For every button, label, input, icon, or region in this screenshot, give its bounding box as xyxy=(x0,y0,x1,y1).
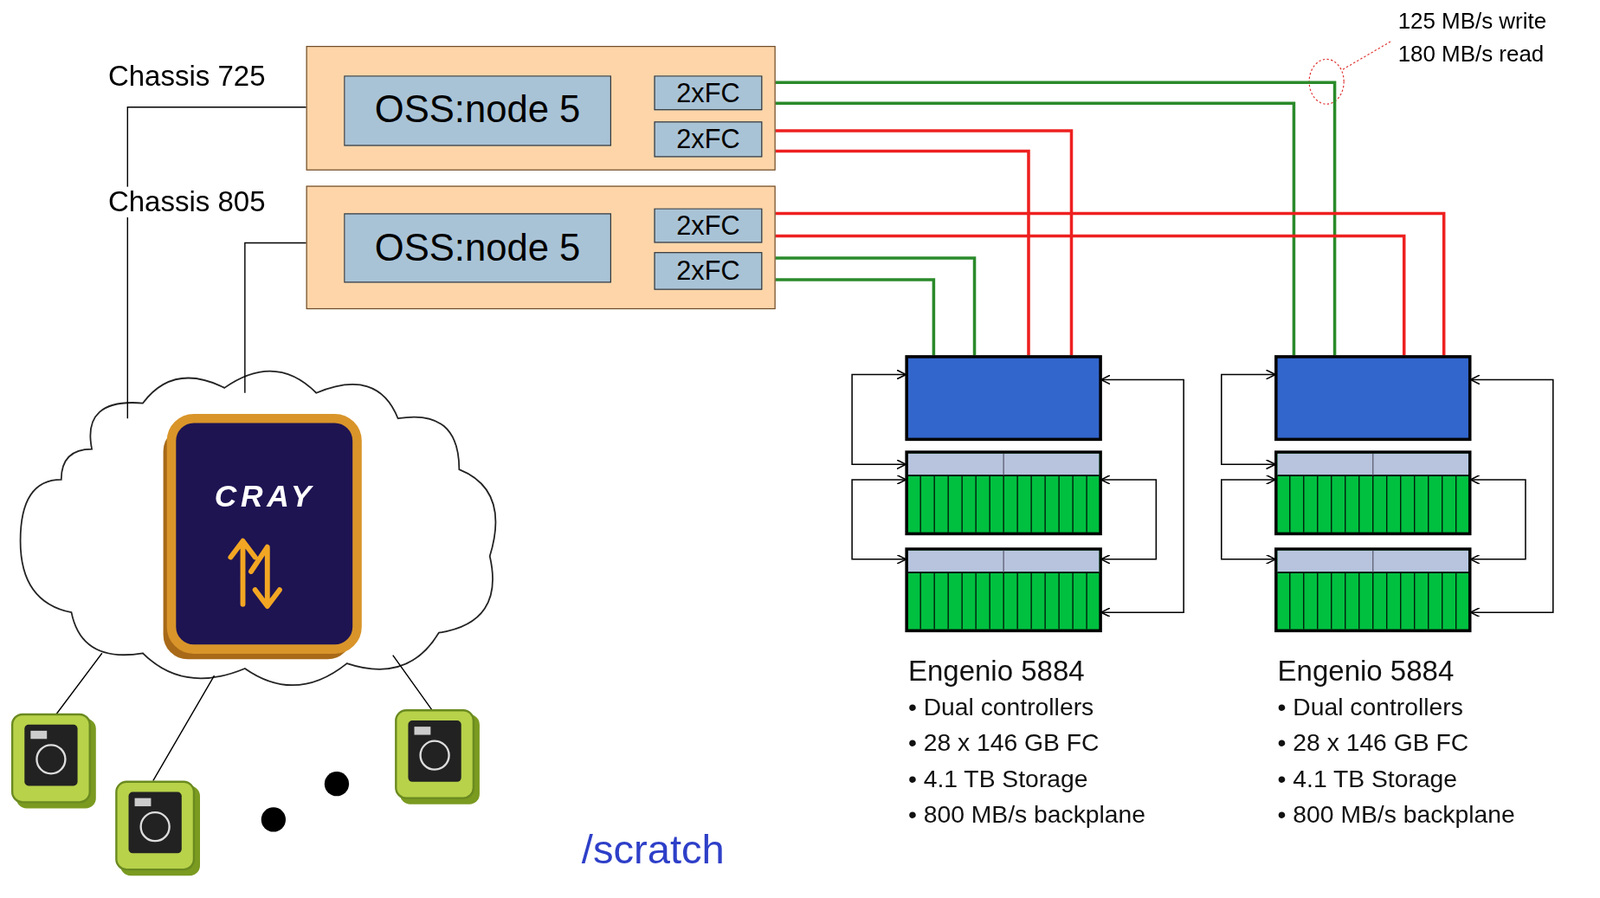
compute-node xyxy=(395,709,480,804)
controller-box xyxy=(906,356,1101,439)
compute-node xyxy=(116,781,200,876)
node-label: OSS:node 5 xyxy=(374,226,581,269)
port-label: 2xFC xyxy=(676,124,740,155)
loop-cable xyxy=(1221,479,1275,560)
spec-item: • 800 MB/s backplane xyxy=(1277,795,1516,832)
node-label: OSS:node 5 xyxy=(374,90,581,132)
cray-arrows xyxy=(230,541,280,607)
throughput-label: 125 MB/s write xyxy=(1398,7,1547,35)
loop-cable xyxy=(1102,379,1184,613)
oss-node-box: OSS:node 5 xyxy=(343,75,612,146)
tray-header xyxy=(908,453,1099,476)
array-drawing xyxy=(1274,354,1471,633)
controller-box xyxy=(1276,356,1471,439)
array-specs: Engenio 5884• Dual controllers• 28 x 146… xyxy=(1277,652,1516,832)
disk-tray xyxy=(906,451,1101,534)
oss-node-box: OSS:node 5 xyxy=(343,212,612,283)
array-drawing xyxy=(904,354,1102,633)
tray-header xyxy=(908,550,1099,573)
loop-cable xyxy=(1471,479,1526,560)
port-label: 2xFC xyxy=(676,211,740,241)
fc-cable xyxy=(761,130,1071,355)
port-label: 2xFC xyxy=(676,256,740,286)
spec-item: • 4.1 TB Storage xyxy=(908,760,1146,796)
loop-cable xyxy=(851,479,905,560)
loop-cable xyxy=(1221,374,1275,465)
fc-cable xyxy=(761,279,934,355)
storage-array: Engenio 5884• Dual controllers• 28 x 146… xyxy=(904,354,1102,633)
tray-header xyxy=(1277,550,1469,573)
loop-cable xyxy=(1102,479,1156,560)
fc-port-box: 2xFC xyxy=(653,75,762,110)
ellipsis-dot xyxy=(324,771,349,796)
fc-port-box: 2xFC xyxy=(653,207,762,243)
chassis-label: Chassis 805 xyxy=(106,187,268,218)
logo-text: CRAY xyxy=(175,477,355,515)
fc-port-box: 2xFC xyxy=(653,121,762,157)
compute-node xyxy=(12,714,97,808)
fc-cable xyxy=(761,258,975,355)
array-model: Engenio 5884 xyxy=(1277,652,1516,689)
spec-item: • 800 MB/s backplane xyxy=(908,795,1146,832)
fc-cable xyxy=(761,150,1029,355)
fc-cable xyxy=(761,235,1404,355)
spec-item: • Dual controllers xyxy=(908,689,1146,725)
disk-tray xyxy=(906,548,1101,631)
fc-port-box: 2xFC xyxy=(653,251,762,291)
spec-item: • 4.1 TB Storage xyxy=(1277,760,1516,796)
spec-item: • 28 x 146 GB FC xyxy=(1277,724,1516,761)
array-specs: Engenio 5884• Dual controllers• 28 x 146… xyxy=(908,652,1146,832)
filesystem-label: /scratch xyxy=(581,824,725,874)
spec-item: • 28 x 146 GB FC xyxy=(908,724,1146,761)
cray-box xyxy=(171,418,358,649)
chassis-label: Chassis 725 xyxy=(106,61,268,92)
array-model: Engenio 5884 xyxy=(908,652,1146,689)
fc-cable xyxy=(761,212,1444,355)
disk-tray xyxy=(1276,548,1471,631)
disk-tray xyxy=(1276,451,1471,534)
leader-line xyxy=(1342,40,1393,70)
chassis-box: Chassis 725OSS:node 52xFC2xFC xyxy=(306,45,776,171)
tray-header xyxy=(1277,453,1469,476)
chassis-box: Chassis 805OSS:node 52xFC2xFC xyxy=(306,186,776,310)
storage-array: Engenio 5884• Dual controllers• 28 x 146… xyxy=(1274,354,1471,633)
network-cloud xyxy=(20,371,497,686)
network-link xyxy=(56,652,434,781)
spec-item: • Dual controllers xyxy=(1277,689,1516,725)
fc-cable xyxy=(761,82,1335,355)
port-label: 2xFC xyxy=(676,77,740,108)
loop-cable xyxy=(1471,379,1554,613)
fc-cable xyxy=(761,103,1294,355)
loop-cable xyxy=(851,374,905,465)
throughput-label: 180 MB/s read xyxy=(1398,40,1545,68)
ellipsis-dot xyxy=(261,806,286,832)
